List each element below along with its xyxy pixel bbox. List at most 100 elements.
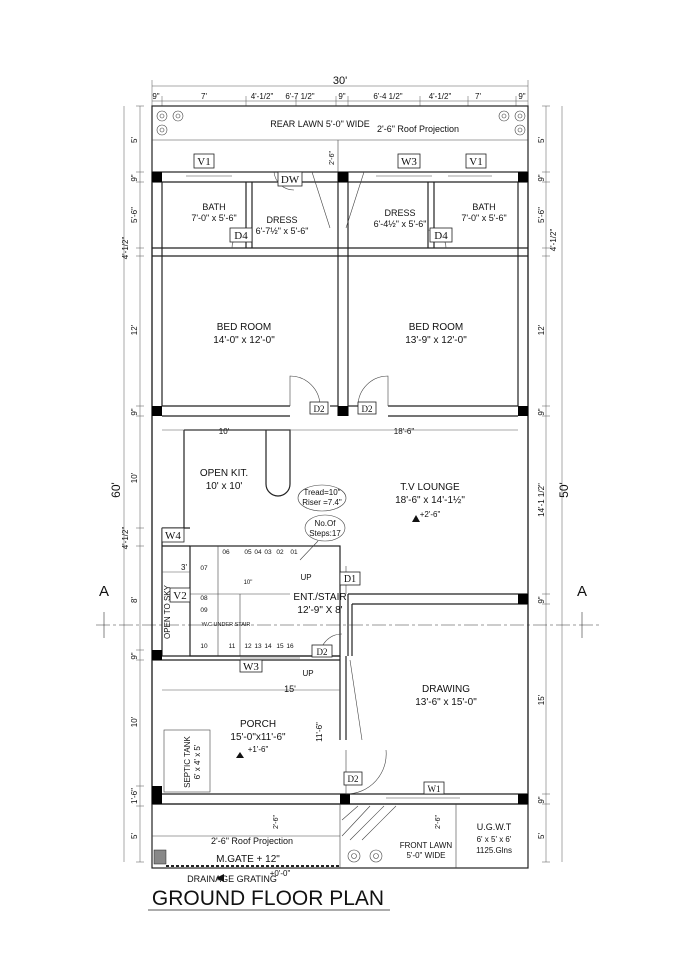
stair-step: 09 <box>200 607 208 614</box>
stair-step: 08 <box>200 595 208 602</box>
tag-w3-porch-label: W3 <box>243 661 259 673</box>
left-dim-10: 9" <box>130 652 139 659</box>
front-lawn-size: 5'-0" WIDE <box>406 851 445 860</box>
top-dim-4: 6'-7 1/2" <box>285 92 314 101</box>
left-dim-4: 4'-1/2" <box>121 237 130 260</box>
ugwt-capacity: 1125.Glns <box>476 846 512 855</box>
lounge-size: 18'-6" x 14'-1½" <box>395 495 465 506</box>
tag-d2-drawing <box>343 771 363 786</box>
bed-left-name: BED ROOM <box>217 322 271 333</box>
wc-label: W.C UNDER STAIR <box>202 622 251 628</box>
tag-v1-right-label: V1 <box>469 156 482 168</box>
tag-d2-drawing-label: D2 <box>348 774 359 784</box>
right-dim-5: 12' <box>537 324 546 335</box>
stair-step: 11 <box>229 643 236 650</box>
left-dim-5: 12' <box>130 324 139 335</box>
tag-v2-label: V2 <box>173 590 186 602</box>
tag-w1 <box>423 781 445 795</box>
top-dim-9: 9" <box>518 92 525 101</box>
stair-step: 04 <box>254 549 262 556</box>
porch-width-dim: 15' <box>284 684 296 694</box>
tag-d4-left-label: D4 <box>234 230 248 242</box>
tread-label: Tread=10" <box>303 488 340 497</box>
tag-w1-label: W1 <box>428 784 441 794</box>
left-dim-8: 4'-1/2" <box>121 527 130 550</box>
stair-step: 14 <box>264 643 272 650</box>
tag-v1-right <box>465 153 487 169</box>
right-dim-11: 5' <box>537 833 546 839</box>
tag-d4-right <box>429 227 453 243</box>
level-arrow-icon <box>216 515 420 882</box>
tag-d2-stair-label: D2 <box>317 647 328 657</box>
right-dim-3: 5'-6" <box>537 207 546 223</box>
steps-label-2: Steps:17 <box>309 529 341 538</box>
top-dim-1: 9" <box>152 92 159 101</box>
right-dim-4: 4'-1/2" <box>549 229 558 252</box>
tag-w3-top <box>397 153 421 169</box>
road-level: +0'-0" <box>270 869 291 878</box>
stair-size: 12'-9" X 8' <box>297 605 342 616</box>
stair-callout <box>297 484 347 561</box>
front-roof-label: 2'-6" Roof Projection <box>211 836 293 846</box>
stair-step: 16 <box>286 643 294 650</box>
bed-right-name: BED ROOM <box>409 322 463 333</box>
drain-label: DRAINAGE GRATING <box>187 874 277 884</box>
bed-right-size: 13'-9" x 12'-0" <box>405 335 467 346</box>
top-dim-5: 9" <box>338 92 345 101</box>
sky-label: OPEN TO SKY <box>163 584 172 639</box>
stair-step: 02 <box>276 549 284 556</box>
gate-label: M.GATE + 12" <box>216 854 280 865</box>
tag-dw-label: DW <box>281 174 300 186</box>
front-proj-right-dim: 2'-6" <box>435 815 442 829</box>
tag-d2-left <box>309 401 329 415</box>
tag-w3-top-label: W3 <box>401 156 417 168</box>
top-dim-3: 4'-1/2" <box>251 92 274 101</box>
section-line <box>96 612 600 638</box>
right-dim-1: 5' <box>537 137 546 143</box>
ugwt-size: 6' x 5' x 6' <box>477 835 512 844</box>
tag-w4 <box>161 527 185 543</box>
top-dim-7: 4'-1/2" <box>429 92 452 101</box>
lounge-width-dim: 18'-6" <box>394 427 415 436</box>
tag-d1 <box>339 571 361 586</box>
porch-name: PORCH <box>240 719 276 730</box>
tag-w3-porch <box>239 659 263 673</box>
tag-d2-right <box>357 401 377 415</box>
top-dim-6: 6'-4 1/2" <box>373 92 402 101</box>
stair-step: 01 <box>290 549 298 556</box>
right-dimensions <box>542 105 563 863</box>
top-dim-2: 7' <box>201 92 207 101</box>
tag-d4-right-label: D4 <box>434 230 448 242</box>
right-dim-2: 9" <box>537 174 546 181</box>
tag-d4-left <box>229 227 253 243</box>
steps-label-1: No.Of <box>315 519 337 528</box>
page-title: GROUND FLOOR PLAN <box>152 887 384 910</box>
porch-depth-dim: 11'-6" <box>315 722 324 742</box>
tag-d2-left-label: D2 <box>314 404 325 414</box>
section-marker-right: A <box>577 583 587 600</box>
drawing-name: DRAWING <box>422 684 470 695</box>
bath-right-size: 7'-0" x 5'-6" <box>461 213 506 223</box>
left-dim-9: 8' <box>130 597 139 603</box>
plant-icon <box>156 110 526 136</box>
left-dim-7: 10' <box>130 472 139 483</box>
bed-left-size: 14'-0" x 12'-0" <box>213 335 275 346</box>
dress-left-size: 6'-7½" x 5'-6" <box>256 226 309 236</box>
right-overall-dim: 50' <box>557 482 571 498</box>
stair-step: 10 <box>200 643 208 650</box>
kitchen-width-dim: 10' <box>219 427 230 436</box>
riser-label: Riser =7.4" <box>302 498 342 507</box>
plant-icon <box>341 805 397 863</box>
lounge-name: T.V LOUNGE <box>400 482 460 493</box>
stair-name: ENT./STAIR <box>293 592 346 603</box>
interior-dimensions <box>162 429 518 691</box>
right-dim-7: 14'-1 1/2" <box>537 483 546 517</box>
stair-step: 13 <box>254 643 262 650</box>
left-dim-11: 10' <box>130 716 139 727</box>
stair-gap-dim: 3' <box>181 563 187 572</box>
walls <box>151 171 529 868</box>
up-label-lower: UP <box>302 669 313 678</box>
stair-step: 03 <box>264 549 272 556</box>
up-label-upper: UP <box>300 573 311 582</box>
right-dim-9: 15' <box>537 694 546 705</box>
